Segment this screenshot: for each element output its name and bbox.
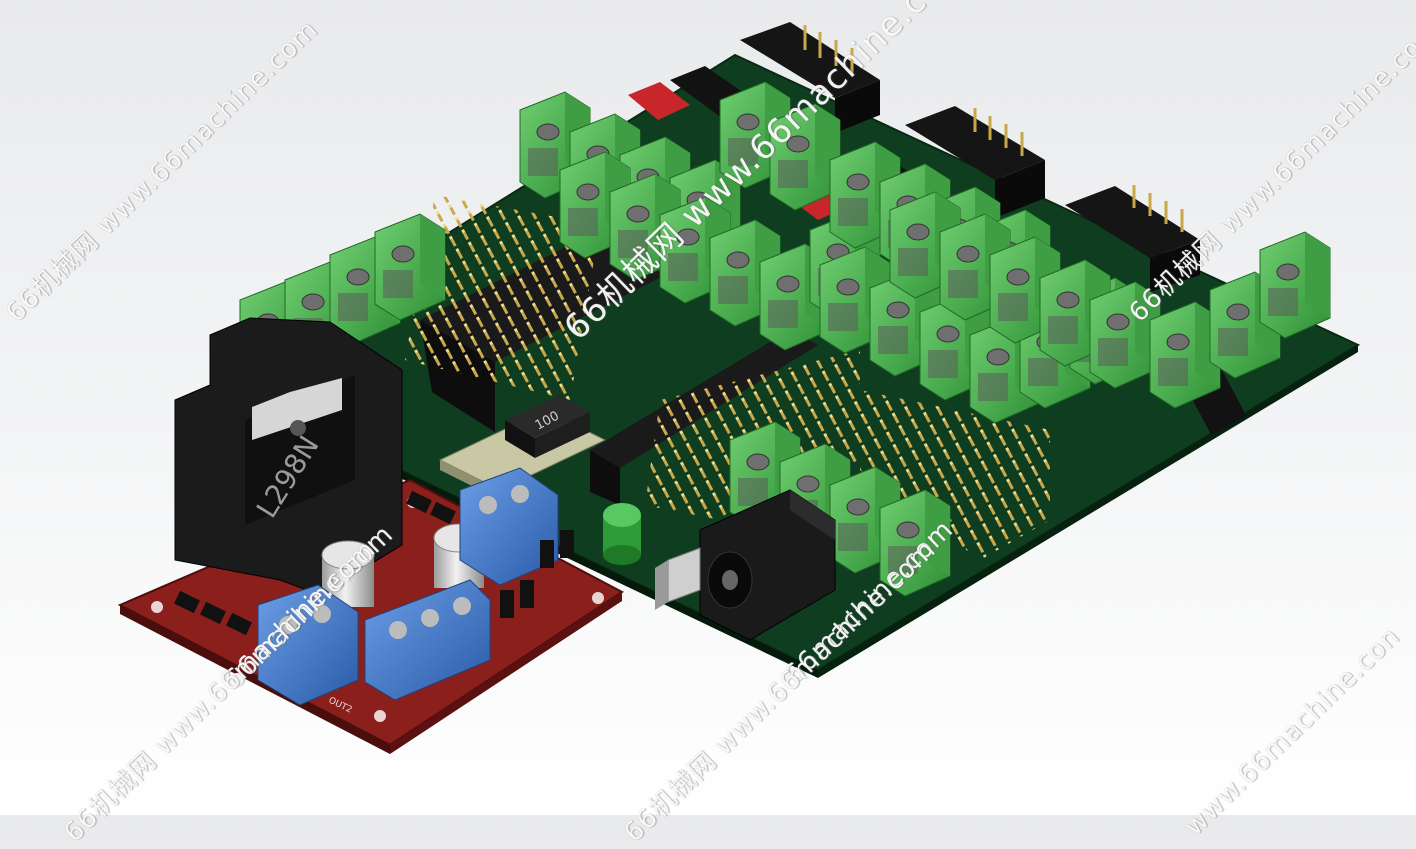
green-terminal-block: [374, 213, 446, 321]
green-terminal-block: [1259, 231, 1331, 339]
slide-switch: [655, 547, 701, 610]
green-terminal-block: [879, 489, 951, 597]
green-terminal-block: [1149, 301, 1221, 409]
green-led: [603, 503, 641, 565]
cad-render-canvas: 100: [117, 22, 1361, 754]
pin-field-left: [405, 195, 600, 400]
top-pins: [803, 25, 1184, 232]
buck-converter: 100: [438, 395, 607, 500]
driver-board: L298N OUT2: [117, 317, 624, 754]
dc-barrel-jack: [699, 489, 836, 641]
green-terminal-grid: [239, 81, 1331, 597]
